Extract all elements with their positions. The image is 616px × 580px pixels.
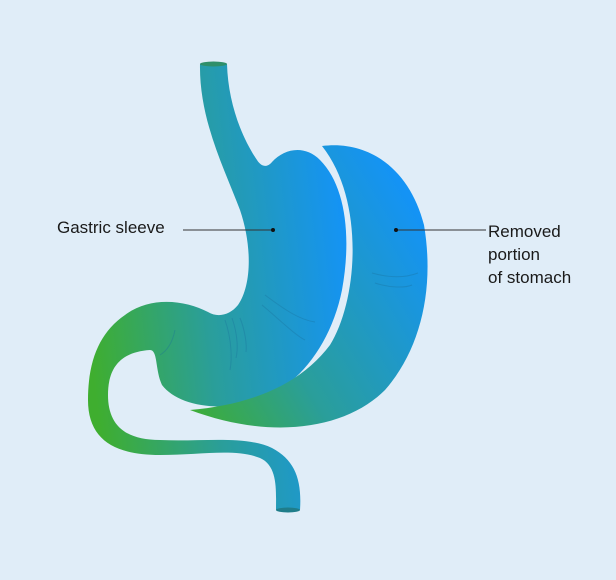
gastric-sleeve-shape [88,64,347,510]
removed-label-line-2: portion [488,245,540,264]
removed-label-line-1: Removed [488,222,561,241]
gastric-sleeve-label: Gastric sleeve [57,218,165,237]
stomach-folds [159,272,419,371]
removed-leader-line [394,228,486,232]
sleeve-leader-line [183,228,275,232]
esophagus-opening [200,61,227,67]
removed-portion-shape [190,145,428,428]
duodenum-opening [276,507,300,513]
removed-portion-label: Removed portion of stomach [488,220,571,289]
removed-label-line-3: of stomach [488,268,572,287]
